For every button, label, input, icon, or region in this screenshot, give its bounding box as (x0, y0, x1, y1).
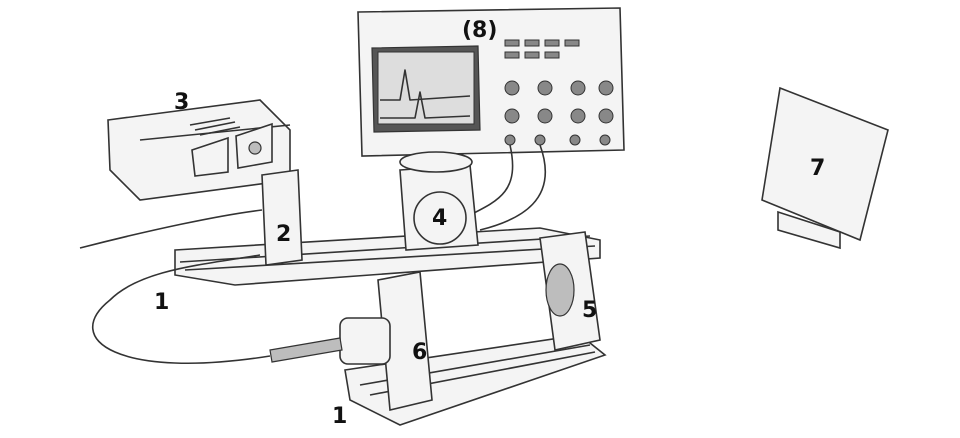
label-rail-upper: 1 (154, 290, 170, 315)
label-power-supply: 3 (174, 90, 190, 115)
oscilloscope (357, 7, 625, 157)
rotation-stage (399, 151, 479, 251)
screen (761, 86, 889, 250)
label-detector-mount: 6 (412, 340, 428, 365)
label-rail-lower: 1 (332, 404, 348, 429)
detector-mount (269, 271, 433, 411)
power-supply (107, 99, 291, 201)
label-oscilloscope: (8) (462, 18, 498, 43)
label-laser-mount: 2 (276, 222, 292, 247)
sample-holder (539, 231, 601, 351)
power-cable (79, 209, 263, 249)
optical-rail-upper (174, 227, 601, 286)
label-holder: 5 (582, 298, 598, 323)
laser-mount (261, 169, 303, 266)
label-rotation-stage: 4 (432, 206, 448, 231)
fiber-cable (91, 254, 271, 364)
label-screen: 7 (810, 156, 826, 181)
